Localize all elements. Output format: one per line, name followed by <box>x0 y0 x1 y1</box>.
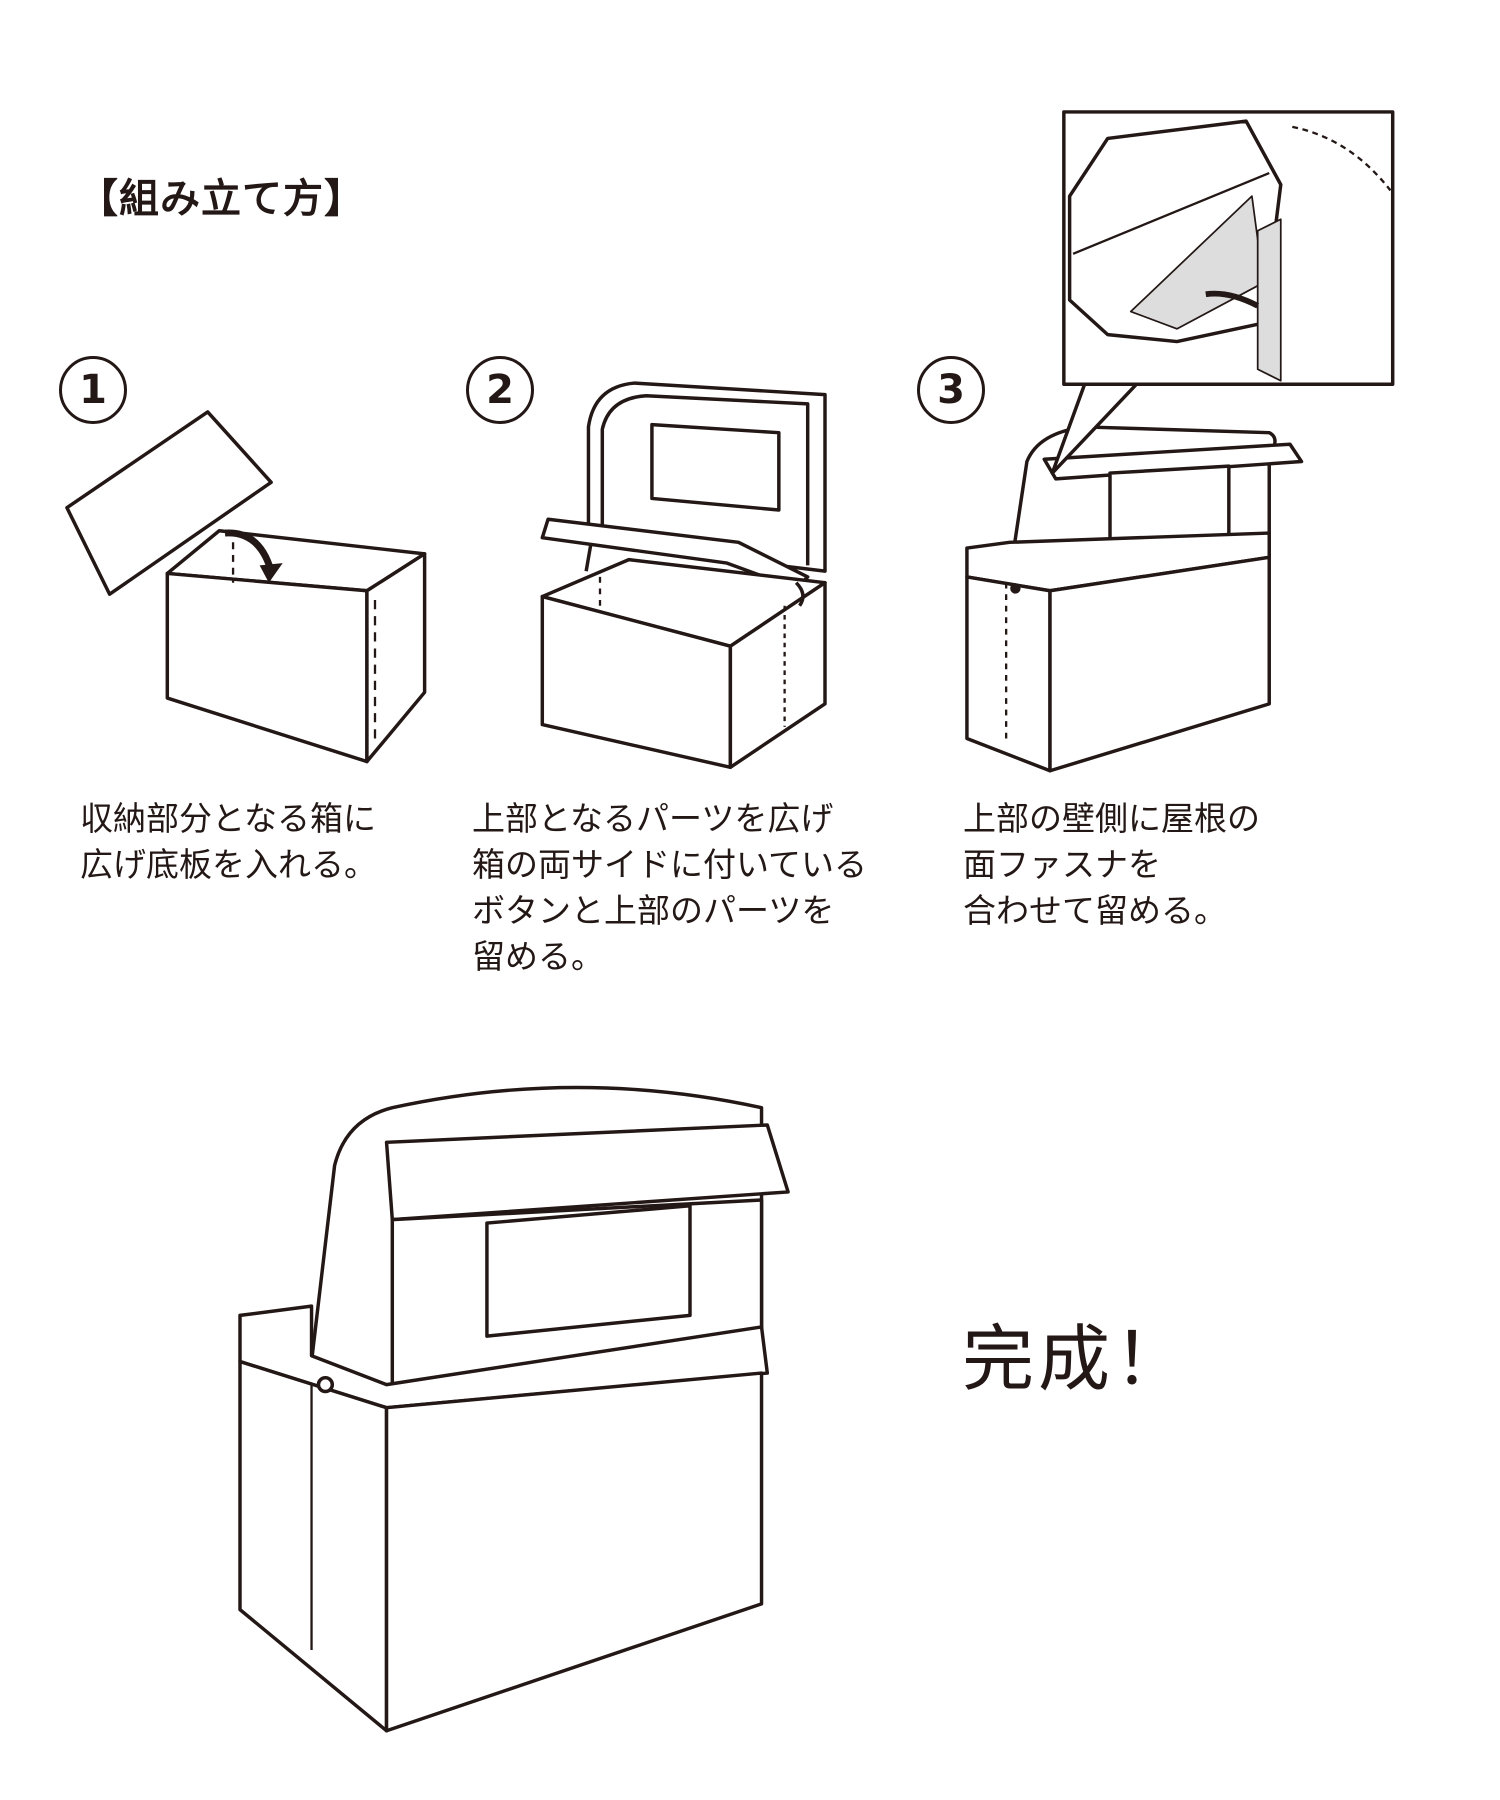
step1-line: 収納部分となる箱に <box>80 799 377 838</box>
step3-line: 上部の壁側に屋根の <box>963 799 1260 838</box>
completed-box-illustration <box>238 1085 790 1733</box>
step1-illustration <box>65 410 427 764</box>
step-number-1: 1 <box>59 356 127 424</box>
step2-instructions: 上部となるパーツを広げ 箱の両サイドに付いている ボタンと上部のパーツを 留める… <box>472 796 867 980</box>
step3-line: 合わせて留める。 <box>963 891 1227 930</box>
step2-line: ボタンと上部のパーツを <box>472 891 835 930</box>
step3-illustration <box>965 110 1395 773</box>
step2-illustration <box>540 381 827 770</box>
step3-instructions: 上部の壁側に屋根の 面ファスナを 合わせて留める。 <box>963 796 1260 934</box>
arrow-icon <box>1205 290 1260 309</box>
step1-line: 広げ底板を入れる。 <box>80 845 377 884</box>
step3-line: 面ファスナを <box>963 845 1161 884</box>
completion-label: 完成！ <box>962 1317 1191 1401</box>
step2-line: 箱の両サイドに付いている <box>472 845 868 884</box>
step1-instructions: 収納部分となる箱に 広げ底板を入れる。 <box>80 796 377 888</box>
arrow-icon <box>224 529 275 573</box>
step2-line: 留める。 <box>472 937 604 976</box>
step-number-2: 2 <box>466 356 534 424</box>
step2-line: 上部となるパーツを広げ <box>472 799 834 838</box>
step-number-3: 3 <box>917 356 985 424</box>
page-title: 【組み立て方】 <box>78 176 365 222</box>
